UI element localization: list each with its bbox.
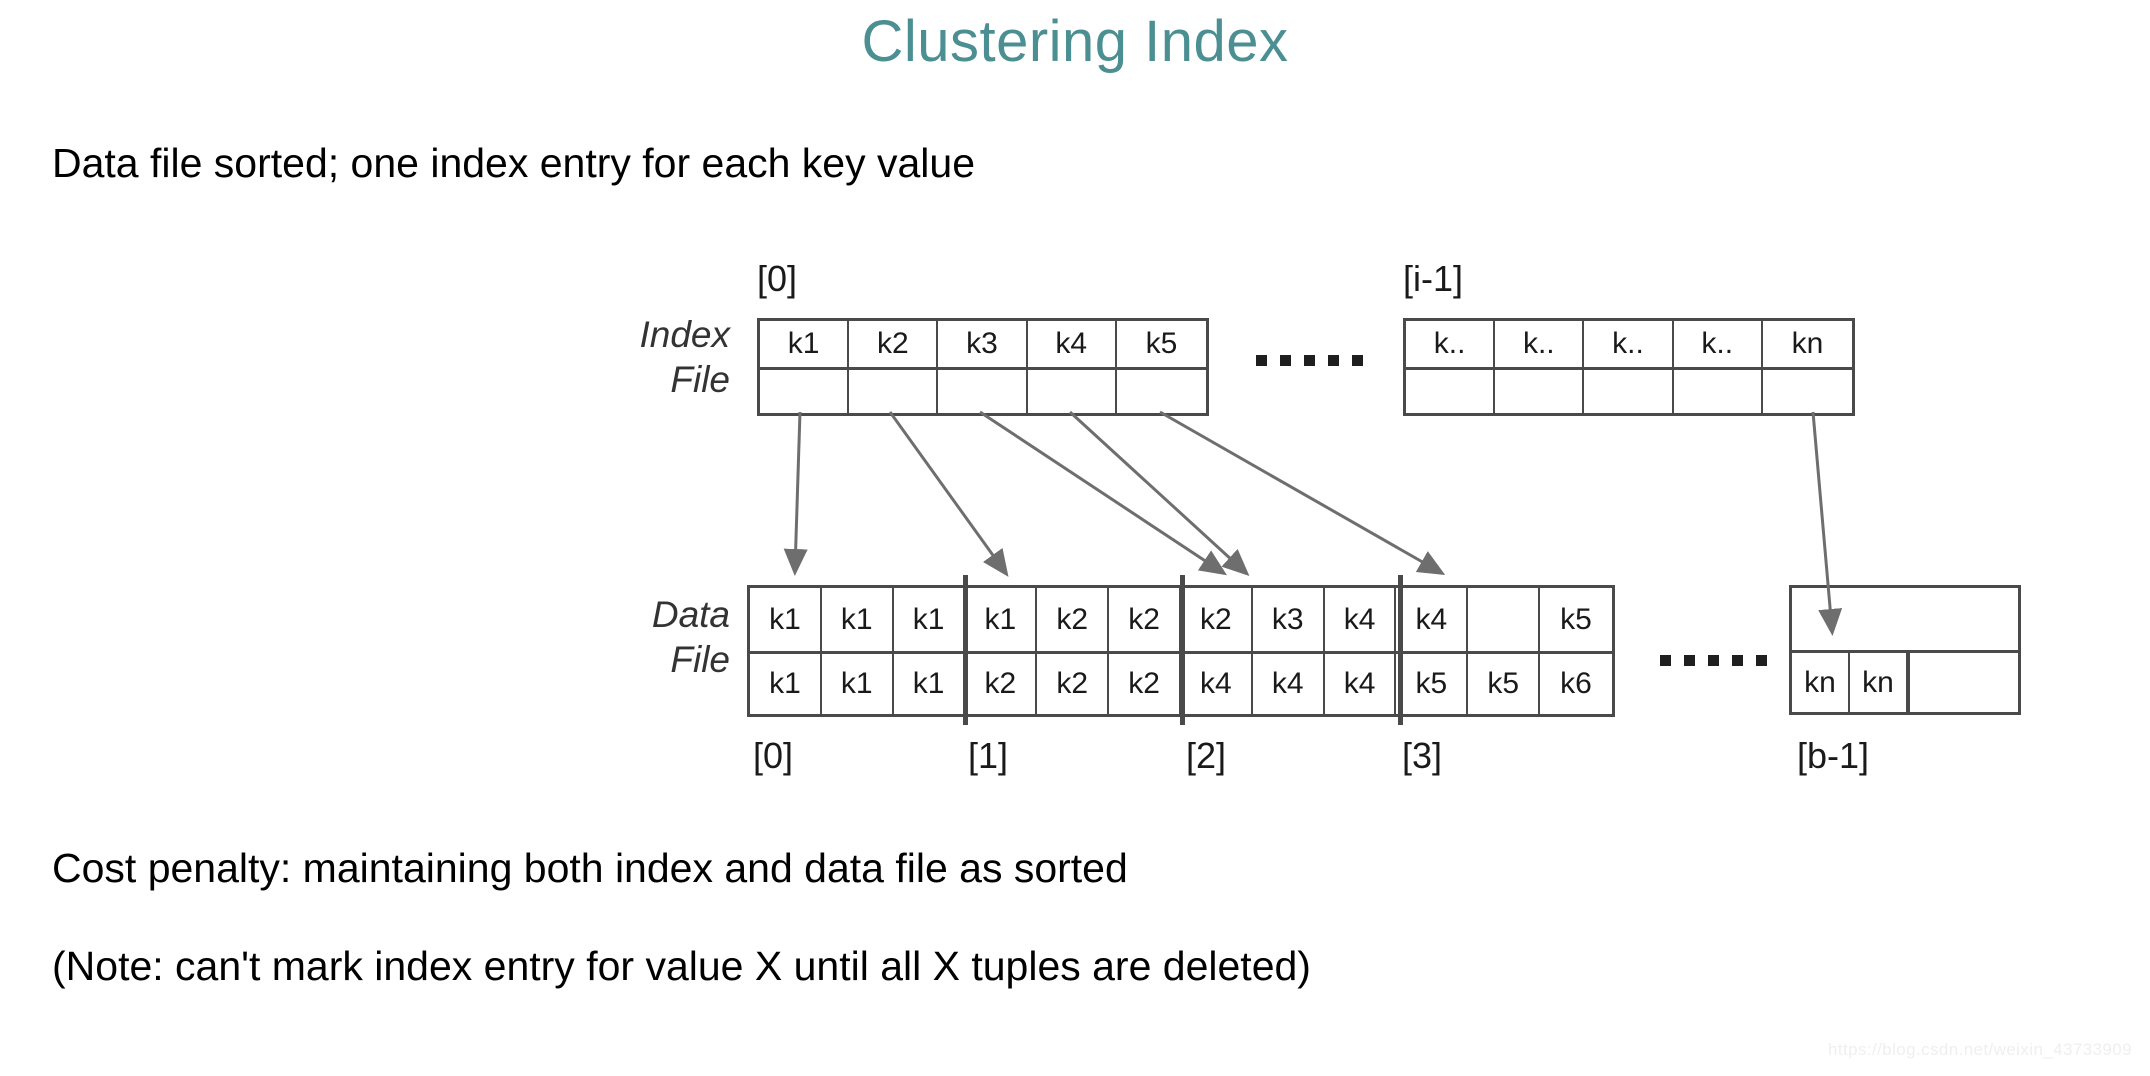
data-cell[interactable]: k2 <box>1109 588 1181 651</box>
index-cell-key[interactable]: k.. <box>1406 321 1496 367</box>
index-file-label-line1: Index <box>639 314 730 355</box>
data-cell[interactable]: kn <box>1792 653 1850 712</box>
index-cell-pointer[interactable] <box>1495 370 1585 413</box>
data-block-3-label: [3] <box>1402 735 1443 776</box>
data-cell[interactable]: k1 <box>965 588 1038 651</box>
index-cell-pointer[interactable] <box>760 370 850 413</box>
data-cell[interactable]: k2 <box>1181 588 1253 651</box>
data-cell[interactable] <box>1908 653 2018 712</box>
data-block-1-label: [1] <box>968 735 1009 776</box>
data-cell[interactable]: k4 <box>1396 588 1469 651</box>
data-block-2-label: [2] <box>1186 735 1227 776</box>
index-cell-pointer[interactable] <box>849 370 939 413</box>
index-block-0-label: [0] <box>757 258 798 299</box>
data-cell[interactable] <box>1792 588 2018 650</box>
index-file-label: Index File <box>430 312 730 402</box>
data-file-row-1: k1 k1 k1 k1 k2 k2 k2 k3 k4 k4 k5 <box>750 588 1612 651</box>
data-cell[interactable]: k5 <box>1468 654 1541 714</box>
index-cell-key[interactable]: k3 <box>938 321 1028 367</box>
data-file-label: Data File <box>430 592 730 682</box>
index-keys-row: k1 k2 k3 k4 k5 <box>760 321 1206 367</box>
data-cell[interactable]: k4 <box>1325 588 1397 651</box>
index-cell-key[interactable]: k5 <box>1145 327 1178 360</box>
data-cell[interactable]: k1 <box>750 588 822 651</box>
data-cell[interactable]: k2 <box>1037 654 1110 714</box>
index-cell-pointer[interactable] <box>1674 370 1763 413</box>
data-cell[interactable]: k2 <box>965 654 1038 714</box>
index-block-n-label: [i-1] <box>1403 258 1464 299</box>
data-cell[interactable]: k3 <box>1253 588 1325 651</box>
arrow-k3-to-block2 <box>979 410 1228 576</box>
page-title: Clustering Index <box>861 9 1289 74</box>
data-cell[interactable]: k5 <box>1560 602 1592 636</box>
index-cell-pointer[interactable] <box>938 370 1028 413</box>
data-block-separator-2 <box>1180 575 1185 725</box>
index-cell-key[interactable]: kn <box>1791 327 1824 360</box>
index-cell-key[interactable]: k2 <box>849 321 939 367</box>
data-cell[interactable]: k6 <box>1560 667 1592 700</box>
index-cell-key[interactable]: k1 <box>760 321 850 367</box>
arrow-k2-to-block1 <box>888 411 1009 577</box>
index-cell-pointer[interactable] <box>1406 370 1496 413</box>
data-cell[interactable]: kn <box>1850 653 1908 712</box>
cost-penalty-text: Cost penalty: maintaining both index and… <box>52 845 1128 891</box>
data-block-last-label: [b-1] <box>1797 735 1870 776</box>
data-cell[interactable]: k2 <box>1037 588 1110 651</box>
data-file-last-row-2: kn kn <box>1792 650 2018 712</box>
data-cell[interactable] <box>1468 588 1541 651</box>
index-keys-row: k.. k.. k.. k.. kn <box>1406 321 1852 367</box>
index-cell-key[interactable]: k.. <box>1674 321 1763 367</box>
data-ellipsis-dots <box>1660 655 1767 666</box>
index-ellipsis-dots <box>1256 355 1363 366</box>
data-cell[interactable]: k1 <box>822 654 894 714</box>
data-cell[interactable]: k4 <box>1325 654 1397 714</box>
index-file-block-0: k1 k2 k3 k4 k5 <box>757 318 1209 416</box>
data-cell[interactable]: k4 <box>1181 654 1253 714</box>
note-text: (Note: can't mark index entry for value … <box>52 943 1311 989</box>
data-cell[interactable]: k2 <box>1109 654 1181 714</box>
arrow-k5-to-block3 <box>1159 410 1446 575</box>
watermark: https://blog.csdn.net/weixin_43733909 <box>1827 1040 2132 1059</box>
index-pointers-row <box>760 367 1206 413</box>
data-cell[interactable]: k4 <box>1253 654 1325 714</box>
intro-text: Data file sorted; one index entry for ea… <box>52 140 976 186</box>
index-cell-key[interactable]: k.. <box>1584 321 1674 367</box>
data-cell[interactable]: k1 <box>894 654 966 714</box>
index-file-label-line2: File <box>670 359 730 401</box>
arrow-k1-to-block0 <box>783 411 808 576</box>
data-block-separator-1 <box>963 575 968 725</box>
data-cell[interactable]: k5 <box>1396 654 1469 714</box>
index-cell-pointer[interactable] <box>1028 370 1117 413</box>
data-cell[interactable]: k1 <box>894 588 966 651</box>
data-file-last-block: kn kn <box>1789 585 2021 715</box>
data-cell[interactable]: k1 <box>750 654 822 714</box>
data-block-0-label: [0] <box>753 735 794 776</box>
index-file-block-last: k.. k.. k.. k.. kn <box>1403 318 1855 416</box>
index-cell-key[interactable]: k.. <box>1495 321 1585 367</box>
index-cell-pointer[interactable] <box>1763 370 1852 413</box>
index-cell-key[interactable]: k4 <box>1028 321 1117 367</box>
data-file-last-row-1 <box>1792 588 2018 650</box>
data-file-label-line1: Data <box>651 594 730 635</box>
data-block-separator-3 <box>1398 575 1403 725</box>
arrow-k4-to-block2 <box>1068 410 1250 577</box>
index-cell-pointer[interactable] <box>1584 370 1674 413</box>
data-file-label-line2: File <box>670 639 730 681</box>
index-pointers-row <box>1406 367 1852 413</box>
index-cell-pointer[interactable] <box>1117 370 1206 413</box>
data-cell[interactable]: k1 <box>822 588 894 651</box>
